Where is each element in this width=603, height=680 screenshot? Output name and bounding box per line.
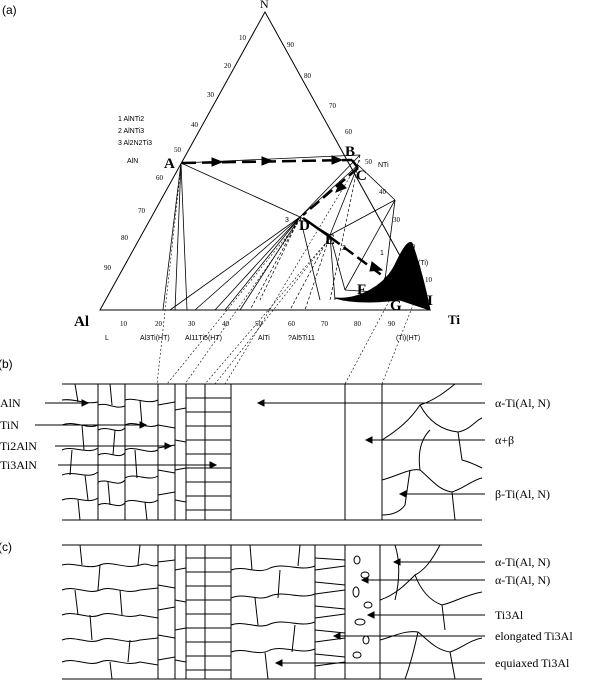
panel-a-label: (a) <box>2 3 17 17</box>
vertex-ti-label: Ti <box>448 312 460 327</box>
tick-label: 10 <box>120 320 128 328</box>
arrow-ab-1 <box>211 157 224 167</box>
phase-label-al3ti: Al3Ti(HT) <box>140 335 170 342</box>
bottom-edge-ticks: 10 20 30 40 50 60 70 80 90 <box>120 320 396 328</box>
diffusion-path-cd <box>302 167 359 216</box>
tick-label: 40 <box>222 320 230 328</box>
point-f: F <box>357 282 366 298</box>
diffusion-path-de <box>302 216 331 239</box>
label-tin: TiN <box>0 418 19 432</box>
point-g: G <box>390 298 402 314</box>
tick-label: 10 <box>239 34 247 42</box>
legend-item: 1 AlNTi2 <box>118 116 144 123</box>
label-equiaxed-ti3al: equiaxed Ti3Al <box>495 656 570 670</box>
arrow-ab-3 <box>331 155 344 165</box>
arrow-gh <box>411 292 426 303</box>
label-alpha-ti-1: α-Ti(Al, N) <box>495 555 550 569</box>
phase-label-aln: AlN <box>127 158 138 165</box>
arrow-cd <box>335 181 347 193</box>
compound-number: 1 <box>380 250 384 257</box>
tick-label: 80 <box>354 320 362 328</box>
panel-b-label: (b) <box>0 357 13 371</box>
tick-label: 10 <box>425 276 433 284</box>
vertex-n-label: N <box>260 0 269 11</box>
tick-label: 60 <box>156 174 164 182</box>
point-e: E <box>325 232 335 248</box>
arrow-ab-2 <box>261 156 274 166</box>
panel-c-arrows <box>274 558 485 667</box>
panel-c-label: (c) <box>0 540 12 554</box>
tick-label: 90 <box>287 41 295 49</box>
tick-label: 50 <box>365 158 373 166</box>
arrow-ef <box>369 261 384 272</box>
tick-label: 60 <box>345 128 353 136</box>
panel-c-microstructure <box>61 544 483 680</box>
phase-label-al5ti11: ?Al5Ti11 <box>288 335 315 342</box>
legend-item: 3 Al2N2Ti3 <box>118 140 152 147</box>
label-elongated-ti3al: elongated Ti3Al <box>495 629 573 643</box>
label-ti3al: Ti3Al <box>495 608 524 622</box>
tick-label: 70 <box>329 102 337 110</box>
tick-label: 20 <box>224 62 232 70</box>
dashed-lines <box>249 154 361 311</box>
compound-number: 3 <box>285 217 289 224</box>
tick-label: 80 <box>121 234 129 242</box>
ti-solid-solution-region <box>334 241 431 311</box>
phase-label-alti: AlTi <box>258 335 270 342</box>
tick-label: 90 <box>388 320 396 328</box>
point-h: H <box>421 293 433 309</box>
vertex-al-label: Al <box>74 314 89 330</box>
projection-lines <box>156 159 416 385</box>
tick-label: 30 <box>188 320 196 328</box>
tick-label: 30 <box>393 216 401 224</box>
tick-label: 40 <box>379 188 387 196</box>
diffusion-path-ef <box>329 235 396 287</box>
tick-label: 90 <box>104 264 112 272</box>
tick-label: 20 <box>408 243 416 251</box>
tick-label: 40 <box>191 121 199 129</box>
left-edge-ticks: 10 20 30 40 50 60 70 80 90 <box>104 34 247 272</box>
point-c: C <box>356 168 367 184</box>
label-alpha-beta: α+β <box>495 433 514 447</box>
label-beta-ti: β-Ti(Al, N) <box>495 487 550 501</box>
ternary-diagram <box>99 10 431 311</box>
phase-label-al11ti5: Al11Ti5(HT) <box>185 335 222 342</box>
phase-label-tiht: (Ti)(HT) <box>396 335 420 342</box>
phase-label-nti: NTi <box>378 162 389 169</box>
label-aln: AlN <box>0 396 21 410</box>
compound-legend: 1 AlNTi2 2 AlNTi3 3 Al2N2Ti3 <box>118 116 152 147</box>
tick-label: 20 <box>155 320 163 328</box>
panel-b-arrows <box>35 399 485 498</box>
label-alpha-ti: α-Ti(Al, N) <box>495 396 550 410</box>
tick-label: 70 <box>138 207 146 215</box>
phase-label-l: L <box>105 335 109 342</box>
phase-label-ti: (Ti) <box>418 260 428 267</box>
label-ti3aln: Ti3AlN <box>0 458 37 472</box>
tick-label: 70 <box>321 320 329 328</box>
point-d: D <box>299 218 310 234</box>
point-a: A <box>164 156 175 172</box>
tick-label: 80 <box>304 72 312 80</box>
label-ti2aln: Ti2AlN <box>0 439 37 453</box>
tick-label: 60 <box>288 320 296 328</box>
right-edge-ticks: 90 80 70 60 50 40 30 20 10 <box>287 41 433 284</box>
panel-b-microstructure <box>61 383 483 521</box>
tick-label: 50 <box>174 146 182 154</box>
compound-number: 2 <box>342 245 346 252</box>
legend-item: 2 AlNTi3 <box>118 128 144 135</box>
tick-label: 30 <box>207 91 215 99</box>
diffusion-path-bc <box>351 159 359 169</box>
tick-label: 50 <box>255 320 263 328</box>
label-alpha-ti-2: α-Ti(Al, N) <box>495 573 550 587</box>
point-b: B <box>345 144 355 160</box>
